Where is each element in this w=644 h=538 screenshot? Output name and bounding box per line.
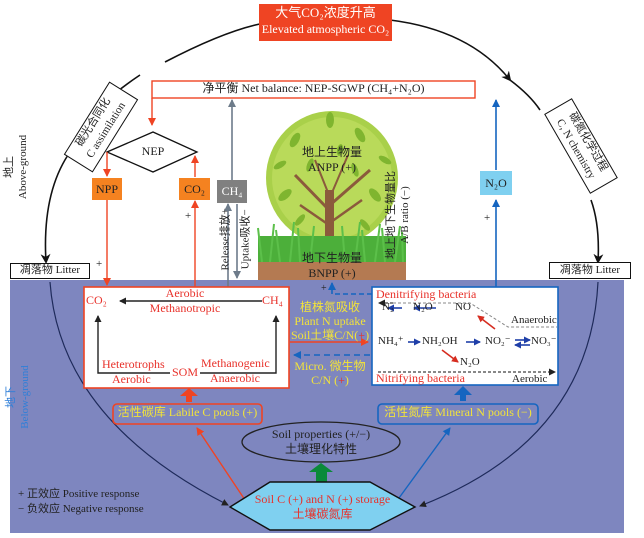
carbon-aerobic-bottom: Aerobic bbox=[112, 372, 151, 386]
soil-properties-en: Soil properties (+/−) bbox=[271, 427, 371, 441]
micro-cn-ratio: C/N (+) bbox=[290, 373, 370, 388]
above-ground-en: Above-ground bbox=[17, 134, 29, 200]
n-nh2oh: NH₂OH bbox=[422, 335, 458, 347]
co2-box: CO₂ bbox=[179, 178, 210, 200]
soil-storage-en: Soil C (+) and N (+) storage bbox=[254, 492, 391, 506]
soil-cn-prefix: Soil土壤C/N( bbox=[290, 328, 359, 342]
net-balance-label: 净平衡 Net balance: NEP-SGWP (CH₄+N₂O) bbox=[202, 81, 425, 95]
below-ground-en: Below-ground bbox=[19, 365, 31, 429]
below-ground-cn: 地下 bbox=[5, 386, 17, 408]
anpp-en: ANPP (+) bbox=[308, 160, 356, 174]
carbon-co2: CO₂ bbox=[86, 293, 107, 307]
carbon-methanotropic: Methanotropic bbox=[149, 301, 221, 315]
carbon-som: SOM bbox=[172, 365, 199, 379]
n-n2: N₂ bbox=[382, 301, 394, 313]
plant-n-en: Plant N uptake bbox=[294, 314, 366, 328]
n-no: NO bbox=[455, 301, 471, 313]
carbon-methanogenic: Methanogenic bbox=[201, 356, 270, 370]
denitrifying-label: Denitrifying bacteria bbox=[376, 287, 477, 301]
n-anaerobic: Anaerobic bbox=[511, 314, 557, 326]
above-ground-cn: 地上 bbox=[3, 156, 15, 178]
nitrifying-label: Nitrifying bacteria bbox=[376, 371, 465, 385]
n-no2: NO₂⁻ bbox=[485, 335, 511, 347]
n-no3: NO₃⁻ bbox=[531, 335, 557, 347]
n-n2o-nitr: N₂O bbox=[460, 356, 480, 368]
carbon-heterotrophs: Heterotrophs bbox=[102, 357, 165, 371]
elevated-co2-en: Elevated atmospheric CO₂ bbox=[261, 22, 390, 36]
ab-ratio-en: A/B ratio (−) bbox=[399, 186, 411, 244]
soil-cn-ratio: Soil土壤C/N(+) bbox=[285, 328, 375, 343]
nep-label: NEP bbox=[141, 144, 165, 158]
npp-box: NPP bbox=[92, 178, 122, 200]
above-ground-label: 地上 Above-ground bbox=[3, 127, 37, 207]
legend-positive: + 正效应 Positive response bbox=[18, 488, 140, 500]
litter-left-box: 凋落物 Litter bbox=[10, 263, 90, 279]
ab-ratio-label: 地上地下生物量比 A/B ratio (−) bbox=[385, 155, 415, 275]
elevated-co2-box: 大气CO₂浓度升高 Elevated atmospheric CO₂ bbox=[259, 4, 392, 41]
soil-properties-cn: 土壤理化特性 bbox=[284, 442, 357, 456]
bnpp-cn: 地下生物量 bbox=[301, 251, 362, 265]
tree-graphic bbox=[257, 111, 406, 280]
ch4-box: CH₄ bbox=[217, 180, 247, 203]
carbon-anaerobic: Anaerobic bbox=[210, 371, 260, 385]
plus-sign-litter: + bbox=[96, 258, 103, 270]
n2o-box: N₂O bbox=[480, 171, 512, 195]
carbon-ch4: CH₄ bbox=[262, 293, 283, 307]
n-nh4: NH₄⁺ bbox=[378, 335, 404, 347]
n-aerobic: Aerobic bbox=[512, 373, 548, 385]
micro-cn-label: Micro. 微生物 bbox=[294, 359, 366, 373]
ab-ratio-cn: 地上地下生物量比 bbox=[385, 171, 397, 259]
soil-cn-sign: + bbox=[358, 328, 366, 342]
plant-n-cn: 植株氮吸收 bbox=[299, 300, 360, 314]
elevated-co2-cn: 大气CO₂浓度升高 bbox=[275, 5, 376, 20]
legend-negative: − 负效应 Negative response bbox=[18, 503, 144, 515]
plus-sign-n2o: + bbox=[484, 212, 491, 224]
mineral-n-pools: 活性氮库 Mineral N pools (−) bbox=[384, 405, 532, 419]
micro-cn-prefix: C/N ( bbox=[311, 373, 339, 387]
micro-cn-suffix: ) bbox=[344, 373, 349, 387]
carbon-aerobic-top: Aerobic bbox=[165, 286, 205, 300]
uptake-label: Uptake吸收− bbox=[239, 209, 252, 270]
micro-cn-sign: + bbox=[338, 373, 345, 387]
n-n2o-denit: N₂O bbox=[413, 301, 433, 313]
soil-cn-suffix: ) bbox=[365, 328, 370, 342]
soil-storage-cn: 土壤碳氮库 bbox=[292, 507, 353, 521]
bnpp-en: BNPP (+) bbox=[308, 266, 356, 280]
plus-sign-plant: + bbox=[321, 283, 327, 294]
below-ground-label: 地下 Below-ground bbox=[5, 357, 39, 437]
litter-right-box: 凋落物 Litter bbox=[549, 262, 631, 279]
labile-c-pools: 活性碳库 Labile C pools (+) bbox=[117, 405, 258, 419]
plus-sign-co2: + bbox=[185, 210, 192, 222]
release-label: Release排放+ bbox=[219, 208, 232, 271]
anpp-cn: 地上生物量 bbox=[301, 145, 362, 159]
